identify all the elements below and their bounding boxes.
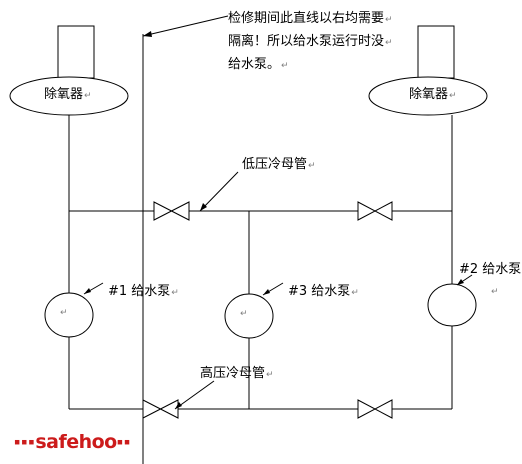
note-line-2: 隔离！所以给水泵运行时没 [228, 34, 385, 49]
pump1-text: #1 给水泵 [108, 284, 171, 299]
deaerator-right-text: 除氧器 [409, 87, 449, 102]
low-header-arrowhead [200, 203, 207, 211]
pump3-arrowhead [263, 289, 270, 295]
deaerator-left-label: 除氧器↵ [44, 87, 92, 104]
pump2-text: #2 给水泵 [459, 262, 522, 277]
return-mark-icon: ↵ [281, 61, 289, 71]
valve-low-left [153, 201, 190, 221]
pump2-label: #2 给水泵↵ [459, 262, 522, 279]
low-pressure-header-text: 低压冷母管 [242, 157, 308, 172]
deaerator-right-tower [417, 25, 455, 79]
note-arrowhead [143, 31, 152, 37]
return-mark-icon: ↵ [308, 161, 316, 171]
watermark-dots-left: ▪▪▪ [14, 437, 36, 448]
return-mark-icon: ↵ [84, 91, 92, 101]
note-line-3: 给水泵。 [228, 57, 281, 72]
high-header-arrowhead [175, 402, 182, 409]
pump1-return-mark-icon: ↵ [60, 308, 68, 318]
pump-3 [224, 293, 274, 339]
deaerator-left-text: 除氧器 [44, 87, 84, 102]
note-line-1: 检修期间此直线以右均需要 [228, 11, 385, 26]
return-mark-icon: ↵ [266, 370, 274, 380]
valve-low-right [357, 201, 393, 221]
valve-high-right [357, 399, 393, 419]
pump1-arrowhead [84, 288, 91, 294]
return-mark-icon: ↵ [385, 15, 393, 25]
low-pressure-header-label: 低压冷母管↵ [242, 157, 316, 174]
deaerator-right-drum [368, 76, 488, 116]
pump3-return-mark-icon: ↵ [240, 309, 248, 319]
high-pressure-header-label: 高压冷母管↵ [200, 366, 274, 383]
low-header-leader-line [199, 171, 239, 212]
watermark-text: safehoo [35, 431, 117, 453]
pump-1 [44, 292, 94, 338]
pump3-text: #3 给水泵 [288, 284, 351, 299]
return-mark-icon: ↵ [171, 288, 179, 298]
pump-2 [427, 283, 477, 327]
deaerator-left-tower [57, 25, 95, 79]
pump2-return-mark-icon: ↵ [491, 287, 499, 297]
high-header-leader-line [174, 380, 215, 410]
deaerator-right-label: 除氧器↵ [409, 87, 457, 104]
high-pressure-header-text: 高压冷母管 [200, 366, 266, 381]
isolation-note: 检修期间此直线以右均需要↵ 隔离！所以给水泵运行时没↵ 给水泵。↵ [228, 8, 393, 77]
pump1-label: #1 给水泵↵ [108, 284, 179, 301]
safehoo-watermark-logo: ▪▪▪safehoo▪▪ [14, 431, 131, 453]
watermark-dots-right: ▪▪ [116, 437, 131, 448]
return-mark-icon: ↵ [351, 288, 359, 298]
pump3-label: #3 给水泵↵ [288, 284, 359, 301]
valve-high-left [142, 399, 179, 419]
return-mark-icon: ↵ [449, 91, 457, 101]
note-leader-line [142, 15, 229, 37]
pump2-arrowhead [457, 279, 464, 285]
return-mark-icon: ↵ [385, 38, 393, 48]
